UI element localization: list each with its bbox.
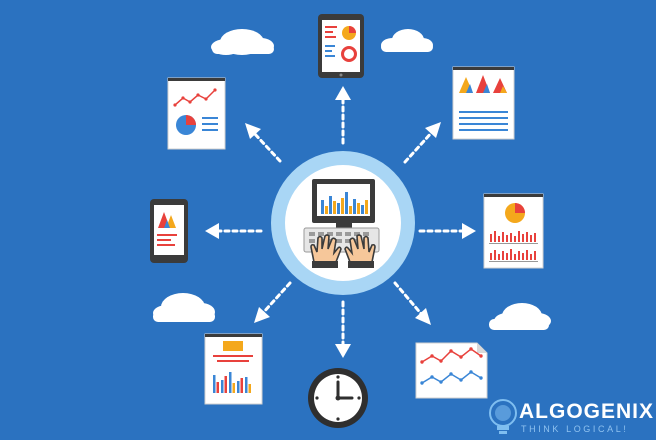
cloud-icon: [211, 29, 274, 55]
tablet-report-icon: [318, 14, 364, 78]
line-pie-report-icon: [167, 77, 226, 150]
clock-icon: [308, 368, 368, 428]
bulb-logo-icon: [489, 399, 517, 434]
cloud-icon: [381, 29, 433, 52]
cloud-icon: [153, 293, 215, 322]
cloud-icon: [489, 303, 551, 330]
line-chart-sheet-icon: [415, 342, 488, 399]
pie-bar-report-icon: [483, 193, 544, 269]
phone-chart-icon: [150, 199, 188, 263]
brand-tagline: THINK LOGICAL!: [521, 424, 629, 434]
triangle-chart-report-icon: [452, 66, 515, 140]
brand-name: ALGOGENIX: [519, 400, 655, 423]
arrowheads: [205, 86, 476, 358]
connector-arrows: [212, 96, 469, 350]
bar-chart-report-icon: [204, 333, 263, 405]
computer-keyboard-hands-icon: [271, 151, 415, 295]
